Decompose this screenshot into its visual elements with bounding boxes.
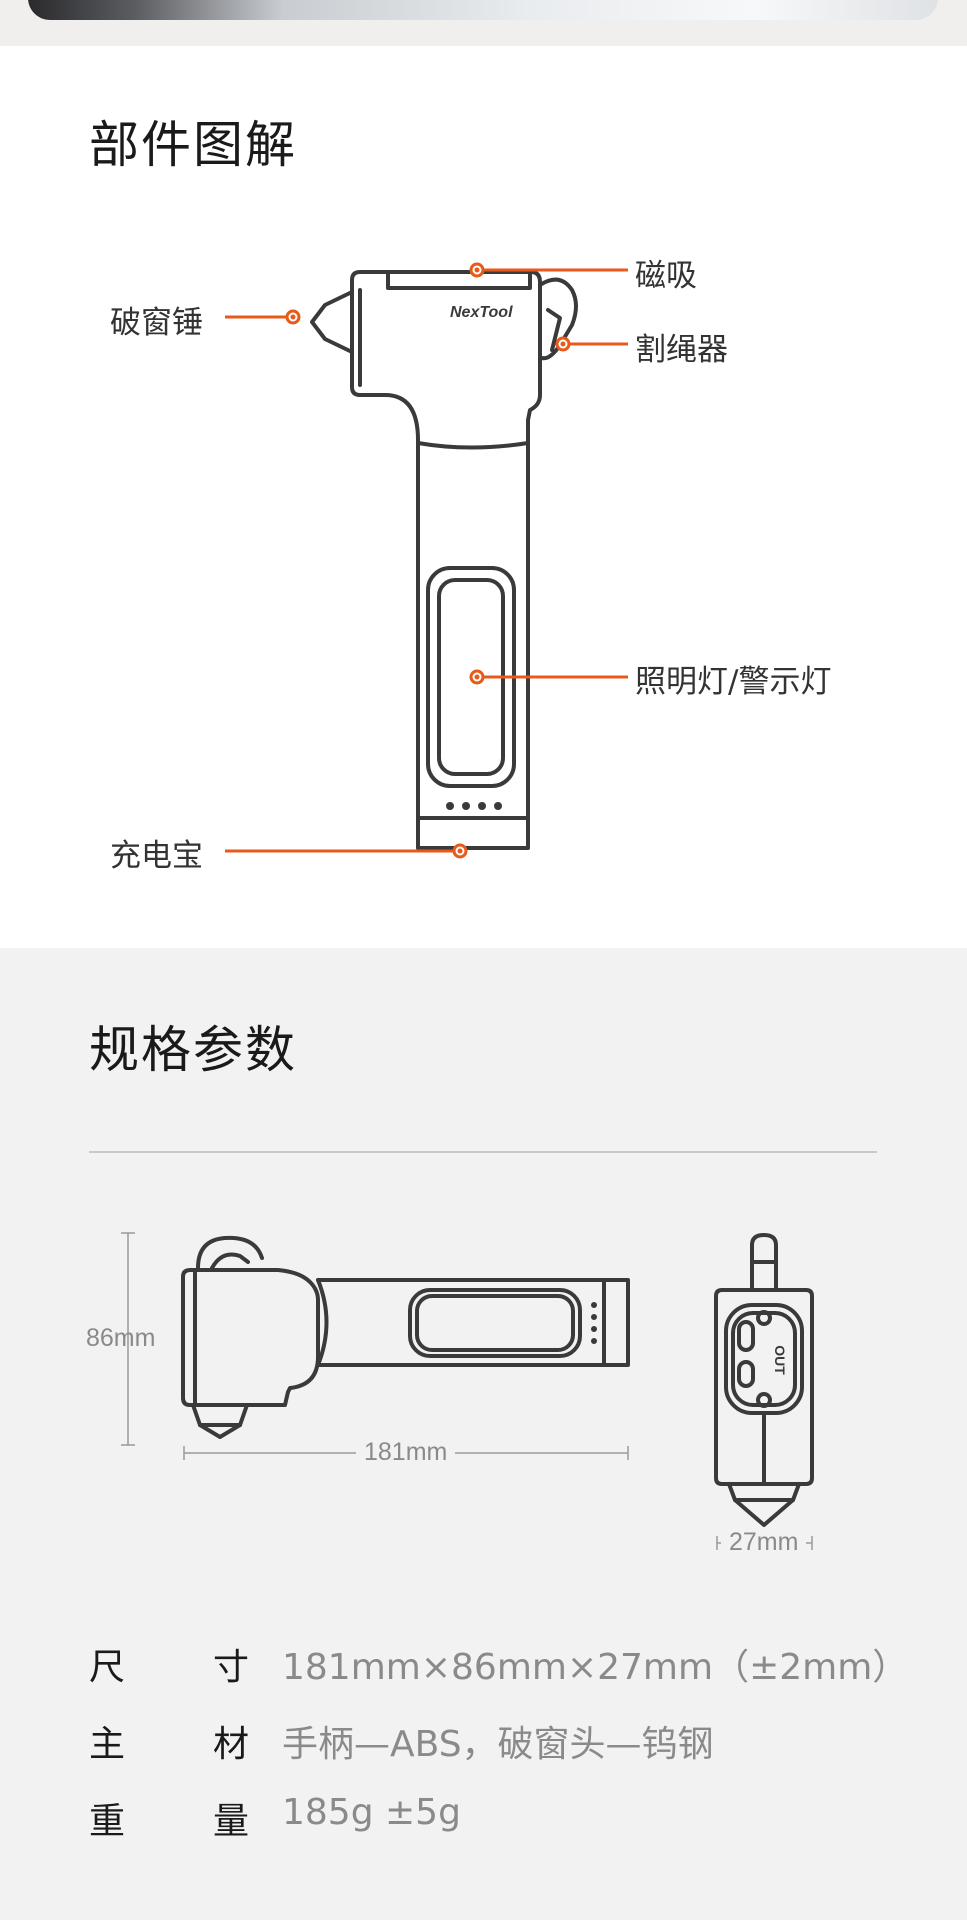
specs-section [0, 948, 967, 1920]
front-view-dots [591, 1302, 597, 1344]
callout-cutter: 割绳器 [635, 332, 728, 368]
parts-section [0, 46, 967, 948]
product-photo-edge [28, 0, 938, 20]
spec-value-material: 手柄—ABS，破窗头—钨钢 [282, 1724, 714, 1765]
spec-label-size: 尺寸 [89, 1647, 249, 1688]
indicator-dots [446, 802, 502, 810]
callout-hammer: 破窗锤 [110, 305, 203, 341]
spec-value-size: 181mm×86mm×27mm（±2mm） [282, 1647, 909, 1688]
callout-light: 照明灯/警示灯 [635, 664, 832, 700]
brand-logo-text: NexTool [450, 304, 513, 321]
tool-head-outline [350, 270, 542, 850]
callout-magnet: 磁吸 [635, 258, 697, 294]
parts-title: 部件图解 [89, 116, 297, 174]
dim-height-label: 86mm [86, 1324, 156, 1352]
spec-label-material: 主材 [89, 1724, 249, 1765]
rope-cutter-drawing [538, 277, 578, 361]
parts-diagram: NexTool [225, 262, 628, 859]
previous-photo-strip [0, 0, 967, 46]
title-divider [89, 1151, 877, 1153]
front-view-drawing [181, 1235, 630, 1439]
dim-width-label: 27mm [721, 1528, 807, 1557]
hammer-tip-drawing [310, 290, 354, 354]
magnet-plate [386, 270, 532, 290]
callout-powerbank: 充电宝 [110, 838, 203, 874]
handle-ring [416, 441, 530, 450]
spec-label-weight: 重量 [89, 1801, 249, 1842]
rope-cutter-blade [546, 308, 562, 352]
side-view-drawing [714, 1233, 814, 1527]
side-view-out-label: OUT [772, 1345, 788, 1375]
spec-value-weight: 185g ±5g [282, 1792, 461, 1833]
dim-length-label: 181mm [356, 1438, 456, 1467]
specs-title: 规格参数 [89, 1021, 297, 1079]
